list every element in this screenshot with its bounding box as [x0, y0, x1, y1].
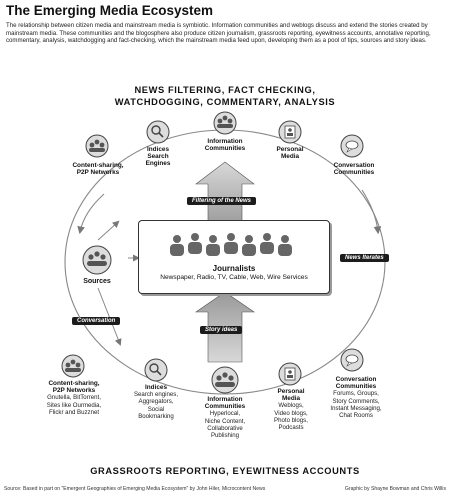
bottom-conversation-communities-detail: Forums, Groups, Story Comments, Instant … [330, 390, 382, 420]
sources-down-arrow [97, 287, 122, 346]
top-node-indices: Indices Search Engines [128, 146, 188, 168]
journalists-subtitle: Newspaper, Radio, TV, Cable, Web, Wire S… [160, 274, 308, 281]
top-node-content-sharing: Content-sharing, P2P Networks [58, 162, 138, 176]
content-sharing-bottom-icon [61, 354, 85, 378]
sources-node: Sources [72, 278, 122, 285]
bottom-personal-media-title: Personal Media [277, 388, 305, 403]
bottom-content-sharing-detail: Gnutella, BitTorrent, Sites like Ourmedi… [46, 394, 102, 416]
conversation-top-icon [340, 134, 364, 158]
top-content-sharing-label: Content-sharing, P2P Networks [72, 162, 124, 177]
bottom-indices-detail: Search engines, Aggregators, Social Book… [133, 391, 179, 420]
bottom-node-conversation-communities: Conversation Communities Forums, Groups,… [316, 376, 396, 419]
footer-credit: Graphic by Shayne Bowman and Chris Willi… [344, 486, 446, 492]
top-node-personal-media: Personal Media [262, 146, 318, 160]
bottom-node-information-communities: Information Communities Hyperlocal, Nich… [188, 396, 262, 439]
conversation-bottom-icon [340, 348, 364, 372]
filtering-arrow [195, 161, 255, 229]
top-personal-media-label: Personal Media [276, 146, 304, 161]
search-top-icon [146, 120, 170, 144]
top-node-conversation-communities: Conversation Communities [316, 162, 392, 176]
bottom-node-indices: Indices Search engines, Aggregators, Soc… [122, 384, 190, 420]
journalists-title: Journalists [212, 264, 256, 273]
bottom-information-communities-title: Information Communities [204, 396, 246, 411]
bottom-information-communities-detail: Hyperlocal, Niche Content, Collaborative… [204, 410, 246, 440]
top-band-heading: NEWS FILTERING, FACT CHECKING, WATCHDOGG… [114, 85, 336, 107]
personal-media-bottom-icon [278, 362, 302, 386]
top-conversation-communities-label: Conversation Communities [333, 162, 375, 177]
information-communities-top-icon [213, 111, 237, 135]
bottom-node-personal-media: Personal Media Weblogs, Video blogs, Pho… [262, 388, 320, 431]
top-node-information-communities: Information Communities [190, 138, 260, 152]
filtering-tag: Filtering of the News [187, 197, 257, 205]
sources-icon [82, 245, 112, 275]
bottom-indices-title: Indices [144, 384, 168, 391]
journalists-group-icon [170, 233, 292, 256]
top-information-communities-label: Information Communities [204, 138, 246, 153]
cycle-arrow-left [77, 193, 105, 235]
footer-source: Source: Based in part on "Emergent Geogr… [4, 486, 266, 492]
story-ideas-tag: Story ideas [200, 326, 243, 334]
sources-up-arrow [97, 220, 120, 241]
bottom-content-sharing-title: Content-sharing, P2P Networks [48, 380, 100, 395]
intro-paragraph: The relationship between citizen media a… [6, 22, 431, 45]
bottom-personal-media-detail: Weblogs, Video blogs, Photo blogs, Podca… [274, 402, 308, 432]
bottom-node-content-sharing: Content-sharing, P2P Networks Gnutella, … [30, 380, 118, 416]
page-title: The Emerging Media Ecosystem [6, 3, 214, 18]
sources-label: Sources [83, 278, 111, 285]
content-sharing-top-icon [85, 134, 109, 158]
news-iterates-tag: News Iterates [340, 254, 389, 262]
conversation-tag: Conversation [72, 317, 121, 325]
bottom-conversation-communities-title: Conversation Communities [335, 376, 377, 391]
search-bottom-icon [144, 358, 168, 382]
journalists-box [138, 220, 330, 294]
personal-media-top-icon [278, 120, 302, 144]
information-communities-bottom-icon [211, 366, 239, 394]
cycle-arrow-right [361, 189, 382, 235]
bottom-band-heading: GRASSROOTS REPORTING, EYEWITNESS ACCOUNT… [90, 466, 360, 476]
top-indices-label: Indices Search Engines [145, 146, 171, 168]
